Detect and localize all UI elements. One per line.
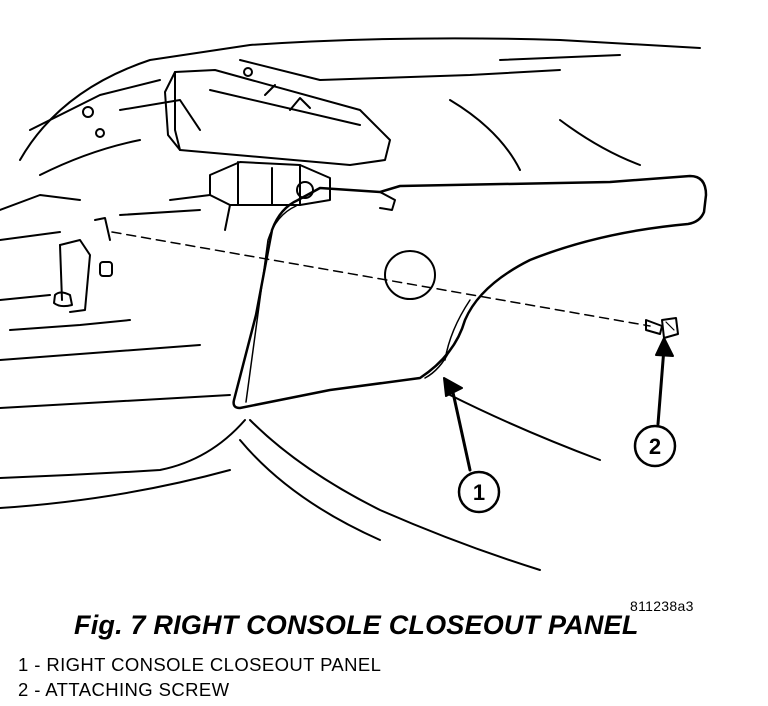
- callout-1-leader: [443, 377, 472, 472]
- console-closeout-panel-drawing: [232, 174, 708, 410]
- center-mounting-bracket: [119, 161, 331, 231]
- panel-access-hole: [384, 250, 436, 300]
- figure-id: 811238a3: [630, 598, 694, 614]
- callout-1-number: 1: [473, 480, 485, 505]
- instrument-panel-structure: [0, 37, 701, 409]
- attaching-screw-drawing: [645, 317, 679, 339]
- callout-1-circle: [457, 470, 501, 514]
- callout-2-leader: [655, 337, 674, 426]
- legend-item-panel: 1 - RIGHT CONSOLE CLOSEOUT PANEL: [18, 654, 382, 675]
- left-mounting-bracket: [53, 217, 113, 313]
- glove-box-bin: [164, 69, 391, 166]
- callout-2-number: 2: [649, 434, 661, 459]
- figure-title: Fig. 7 RIGHT CONSOLE CLOSEOUT PANEL: [74, 610, 639, 640]
- callout-2-circle: [633, 424, 677, 468]
- floor-contour: [0, 394, 601, 571]
- screw-alignment-line: [111, 231, 651, 327]
- legend-item-screw: 2 - ATTACHING SCREW: [18, 679, 230, 700]
- console-closeout-panel-illustration: 1 2: [0, 37, 708, 571]
